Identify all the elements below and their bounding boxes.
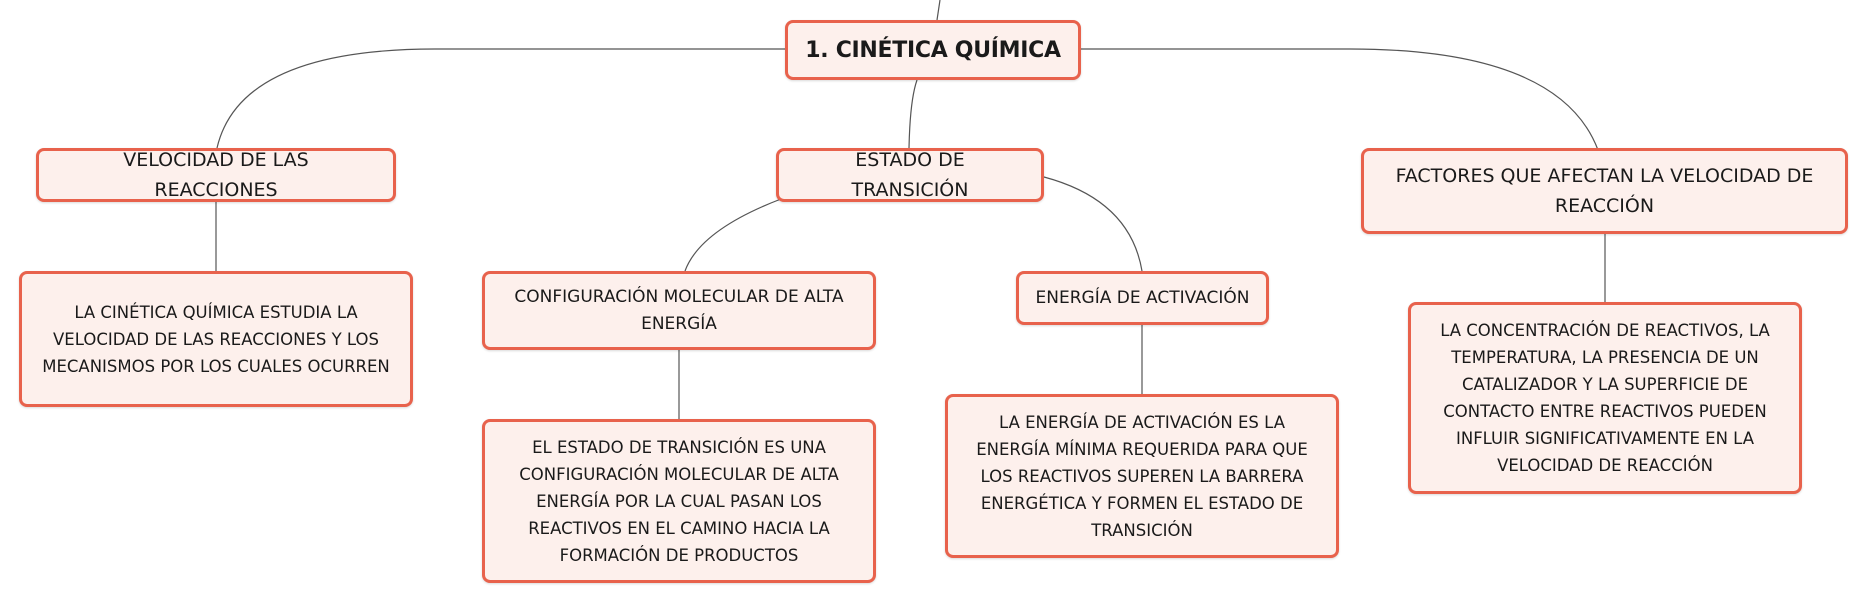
topic-estado-transicion[interactable]: ESTADO DE TRANSICIÓN xyxy=(776,148,1044,202)
detail-velocidad[interactable]: LA CINÉTICA QUÍMICA ESTUDIA LA VELOCIDAD… xyxy=(19,271,413,407)
detail-configuracion[interactable]: EL ESTADO DE TRANSICIÓN ES UNA CONFIGURA… xyxy=(482,419,876,583)
subtopic-configuracion[interactable]: CONFIGURACIÓN MOLECULAR DE ALTA ENERGÍA xyxy=(482,271,876,350)
root-node[interactable]: 1. CINÉTICA QUÍMICA xyxy=(785,20,1081,80)
connector-root-parent xyxy=(936,0,941,21)
root-label: 1. CINÉTICA QUÍMICA xyxy=(805,37,1061,63)
detail-energia-activacion[interactable]: LA ENERGÍA DE ACTIVACIÓN ES LA ENERGÍA M… xyxy=(945,394,1339,558)
detail-energia-text: LA ENERGÍA DE ACTIVACIÓN ES LA ENERGÍA M… xyxy=(976,412,1308,540)
subtopic-energia-activacion[interactable]: ENERGÍA DE ACTIVACIÓN xyxy=(1016,271,1269,325)
connector-root-velocidad xyxy=(216,48,785,149)
connector-root-estado xyxy=(908,79,918,149)
detail-factores-text: LA CONCENTRACIÓN DE REACTIVOS, LA TEMPER… xyxy=(1440,321,1770,475)
topic-factores-label: FACTORES QUE AFECTAN LA VELOCIDAD DE REA… xyxy=(1395,165,1814,217)
subtopic-energia-label: ENERGÍA DE ACTIVACIÓN xyxy=(1035,287,1250,308)
detail-factores[interactable]: LA CONCENTRACIÓN DE REACTIVOS, LA TEMPER… xyxy=(1408,302,1802,494)
detail-velocidad-text: LA CINÉTICA QUÍMICA ESTUDIA LA VELOCIDAD… xyxy=(42,302,390,376)
topic-estado-label: ESTADO DE TRANSICIÓN xyxy=(851,149,969,201)
detail-configuracion-text: EL ESTADO DE TRANSICIÓN ES UNA CONFIGURA… xyxy=(519,437,839,565)
connector-estado-energia xyxy=(1043,176,1143,272)
topic-factores[interactable]: FACTORES QUE AFECTAN LA VELOCIDAD DE REA… xyxy=(1361,148,1848,234)
topic-velocidad-label: VELOCIDAD DE LAS REACCIONES xyxy=(123,149,309,201)
subtopic-configuracion-label: CONFIGURACIÓN MOLECULAR DE ALTA ENERGÍA xyxy=(514,286,844,334)
connector-estado-configuracion xyxy=(684,198,782,272)
connector-root-factores xyxy=(1081,48,1599,151)
topic-velocidad[interactable]: VELOCIDAD DE LAS REACCIONES xyxy=(36,148,396,202)
